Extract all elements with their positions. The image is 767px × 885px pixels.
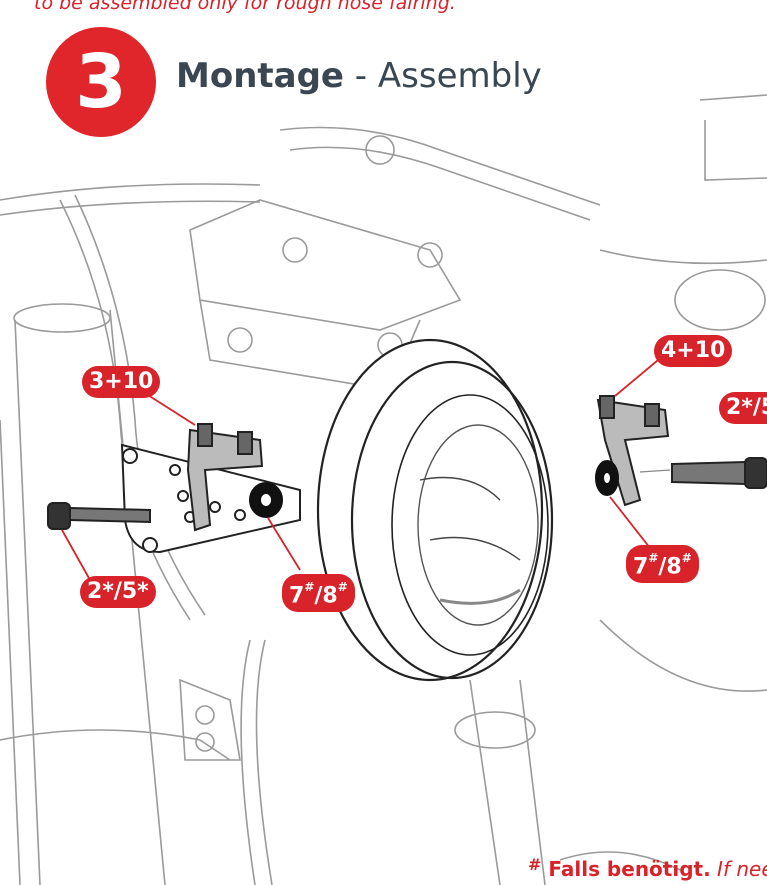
callout-left-bracket: 3+10: [82, 366, 161, 398]
background-linework: [0, 94, 767, 885]
callout-right-bolt: 2*/5: [719, 392, 767, 424]
callout-right-bracket: 4+10: [654, 335, 733, 367]
left-bolt-number: 2: [87, 579, 103, 604]
callout-left-bolt: 2*/5*: [80, 576, 156, 608]
left-spacer-alt: /8: [314, 583, 338, 609]
right-spacer-alt: /8: [658, 554, 682, 580]
left-clamp: [186, 423, 264, 532]
footnote-mark: #: [528, 855, 542, 874]
left-spacer-mark: #: [304, 580, 315, 594]
step-number-badge: 3: [46, 27, 156, 137]
right-spacer-number: 7: [633, 554, 649, 580]
title-separator: -: [344, 56, 378, 96]
top-note: to be assembled only for rough nose fair…: [34, 0, 456, 14]
right-bolt-number: 2: [726, 395, 742, 420]
footnote-english: If neede: [717, 857, 767, 881]
headlight: [316, 338, 554, 682]
right-spacer-alt-mark: #: [681, 551, 692, 565]
right-clamp: [596, 395, 670, 507]
left-bolt-suffix: */5*: [102, 579, 149, 604]
footnote-german: Falls benötigt.: [541, 857, 711, 881]
title-english: Assembly: [377, 56, 542, 96]
left-spacer: [249, 482, 283, 518]
callout-left-spacer: 7#/8#: [282, 574, 355, 613]
right-bolt: [639, 457, 767, 489]
step-title: Montage - Assembly: [176, 56, 542, 96]
left-spacer-alt-mark: #: [337, 580, 348, 594]
right-spacer: [595, 460, 619, 496]
callout-right-spacer: 7#/8#: [626, 545, 699, 584]
right-bolt-suffix: */5: [741, 395, 767, 420]
footnote: # Falls benötigt. If neede: [528, 855, 767, 881]
right-spacer-mark: #: [648, 551, 659, 565]
left-spacer-number: 7: [289, 583, 305, 609]
title-german: Montage: [176, 56, 344, 96]
left-bolt: [47, 502, 151, 530]
left-mounting-bracket: [120, 443, 301, 554]
